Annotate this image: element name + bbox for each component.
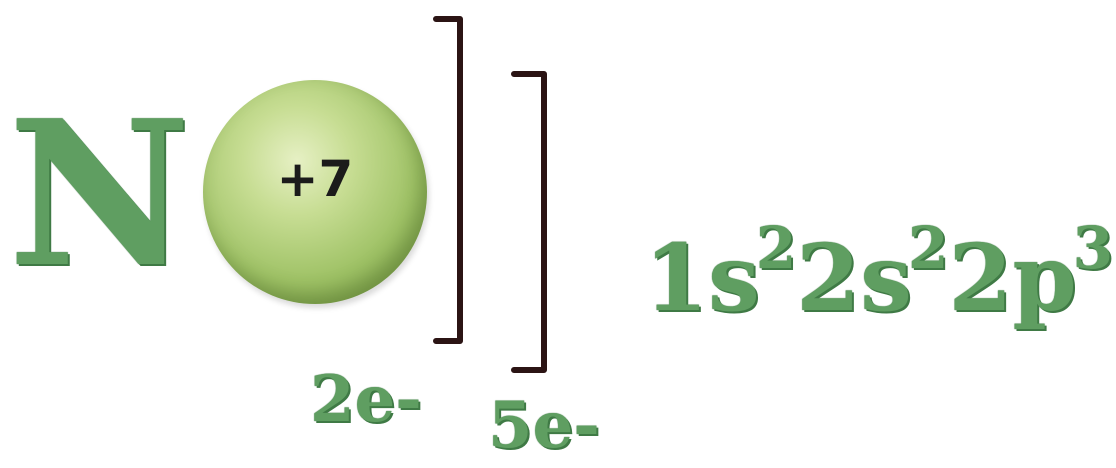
config-exp-2p: 3 [1072, 214, 1114, 282]
nucleus-charge: +7 [276, 150, 354, 208]
config-exp-2s: 2 [907, 214, 949, 282]
config-term-2p: 2p [948, 224, 1077, 332]
shell-2-electron-count: 5e- [488, 388, 600, 463]
shell-2-bracket [511, 71, 547, 373]
config-term-1s: 1s [644, 224, 760, 332]
electron-configuration: 1s22s22p3 [644, 219, 1113, 324]
shell-1-electron-count: 2e- [310, 362, 422, 437]
config-term-2s: 2s [796, 224, 912, 332]
shell-1-bracket [433, 16, 463, 344]
nucleus: +7 [203, 80, 427, 304]
config-exp-1s: 2 [755, 214, 797, 282]
element-symbol: N [8, 77, 191, 312]
